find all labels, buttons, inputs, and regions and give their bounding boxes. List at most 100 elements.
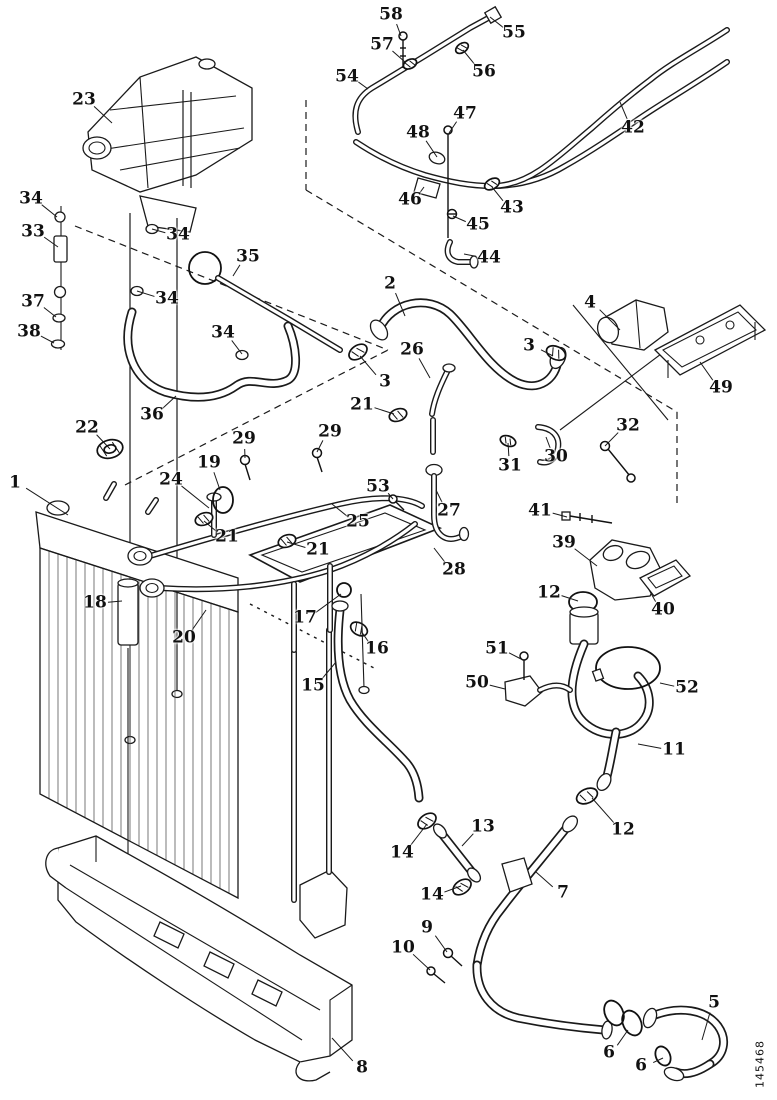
- pipe-35: [188, 251, 343, 361]
- callout-11: 11: [662, 739, 686, 760]
- bolt-29b: [311, 447, 323, 473]
- clamp-21c: [388, 407, 408, 423]
- clamp-21b: [277, 533, 297, 549]
- pipe-bracket: [501, 857, 533, 893]
- hose-15-group: [331, 582, 424, 803]
- clamp-14a: [417, 812, 437, 830]
- callout-12: 12: [611, 819, 635, 840]
- callout-17: 17: [293, 607, 317, 628]
- callout-34: 34: [19, 188, 43, 209]
- callout-36: 36: [140, 404, 164, 425]
- callout-16: 16: [365, 638, 389, 659]
- water-outlet-4: [596, 299, 669, 351]
- callout-7: 7: [557, 882, 569, 903]
- bracket-49: [653, 304, 767, 378]
- grommet-17: [336, 582, 352, 598]
- seal-6c: [654, 1045, 672, 1067]
- callout-26: 26: [400, 339, 424, 360]
- callout-15: 15: [301, 675, 325, 696]
- callout-58: 58: [379, 4, 403, 25]
- callout-38: 38: [17, 321, 41, 342]
- callout-14: 14: [420, 884, 444, 905]
- callout-19: 19: [197, 452, 221, 473]
- callout-31: 31: [498, 455, 522, 476]
- clamp-21a: [194, 511, 214, 527]
- hose-11-group: [504, 639, 661, 805]
- stud-31: [499, 434, 517, 448]
- callout-21: 21: [215, 526, 239, 547]
- bracket-50: [504, 675, 543, 707]
- callout-5: 5: [708, 992, 720, 1013]
- callout-56: 56: [472, 61, 496, 82]
- callout-51: 51: [485, 638, 509, 659]
- clamp-12b: [575, 787, 599, 805]
- callout-43: 43: [500, 197, 524, 218]
- washer-37: [52, 313, 66, 323]
- callout-45: 45: [466, 214, 490, 235]
- tank-bracket: [139, 195, 197, 233]
- callout-34: 34: [166, 224, 190, 245]
- clamp-3a: [348, 343, 368, 361]
- callout-28: 28: [442, 559, 466, 580]
- leader-lines: [25, 16, 714, 1064]
- callout-46: 46: [398, 189, 422, 210]
- callout-57: 57: [370, 34, 394, 55]
- callout-35: 35: [236, 246, 260, 267]
- drain-pipe-18: [117, 582, 139, 646]
- callout-40: 40: [651, 599, 675, 620]
- bolt-32: [599, 440, 636, 483]
- crossmember-8: [45, 835, 353, 1082]
- clamp-52: [595, 646, 661, 690]
- lower-hose-5-group: [603, 999, 729, 1082]
- callout-6: 6: [603, 1042, 615, 1063]
- radiator-foot: [299, 869, 348, 939]
- callout-9: 9: [421, 917, 433, 938]
- clamp-3b: [545, 344, 567, 362]
- callout-47: 47: [453, 103, 477, 124]
- callout-30: 30: [544, 446, 568, 467]
- callout-8: 8: [356, 1057, 368, 1078]
- callout-20: 20: [172, 627, 196, 648]
- callout-25: 25: [346, 511, 370, 532]
- hose-13-group: [417, 812, 482, 896]
- pipe-end-fitting: [483, 5, 503, 25]
- callout-13: 13: [471, 816, 495, 837]
- seal-6b: [621, 1009, 643, 1037]
- callout-23: 23: [72, 89, 96, 110]
- callout-44: 44: [477, 247, 501, 268]
- top-pipes-group: [352, 5, 730, 269]
- callout-6: 6: [635, 1055, 647, 1076]
- callout-52: 52: [675, 677, 699, 698]
- callout-29: 29: [232, 428, 256, 449]
- callout-54: 54: [335, 66, 359, 87]
- grommet-19: [212, 486, 234, 514]
- callout-27: 27: [437, 500, 461, 521]
- bracket-46: [413, 177, 441, 199]
- clamp-57: [402, 58, 418, 70]
- hose-36: [123, 307, 300, 402]
- callout-4: 4: [584, 292, 596, 313]
- expansion-tank: [82, 56, 253, 235]
- bolt-51: [519, 651, 529, 680]
- callout-50: 50: [465, 672, 489, 693]
- callout-1: 1: [9, 472, 21, 493]
- callout-34: 34: [211, 322, 235, 343]
- bolt-29a: [239, 454, 251, 481]
- callout-33: 33: [21, 221, 45, 242]
- clamp-14b: [452, 878, 472, 896]
- callout-12: 12: [537, 582, 561, 603]
- fittings-30-32: [499, 424, 636, 524]
- callout-41: 41: [528, 500, 552, 521]
- lower-pipe-7-group: [426, 815, 613, 1040]
- nut-37: [53, 285, 67, 299]
- seal-38: [50, 339, 66, 349]
- callout-37: 37: [21, 291, 45, 312]
- callout-18: 18: [83, 592, 107, 613]
- filler-cap: [82, 136, 112, 160]
- callout-21: 21: [350, 394, 374, 415]
- seal-6a: [603, 999, 625, 1027]
- sheet-number: 145468: [753, 1040, 767, 1088]
- callout-39: 39: [552, 532, 576, 553]
- callout-14: 14: [390, 842, 414, 863]
